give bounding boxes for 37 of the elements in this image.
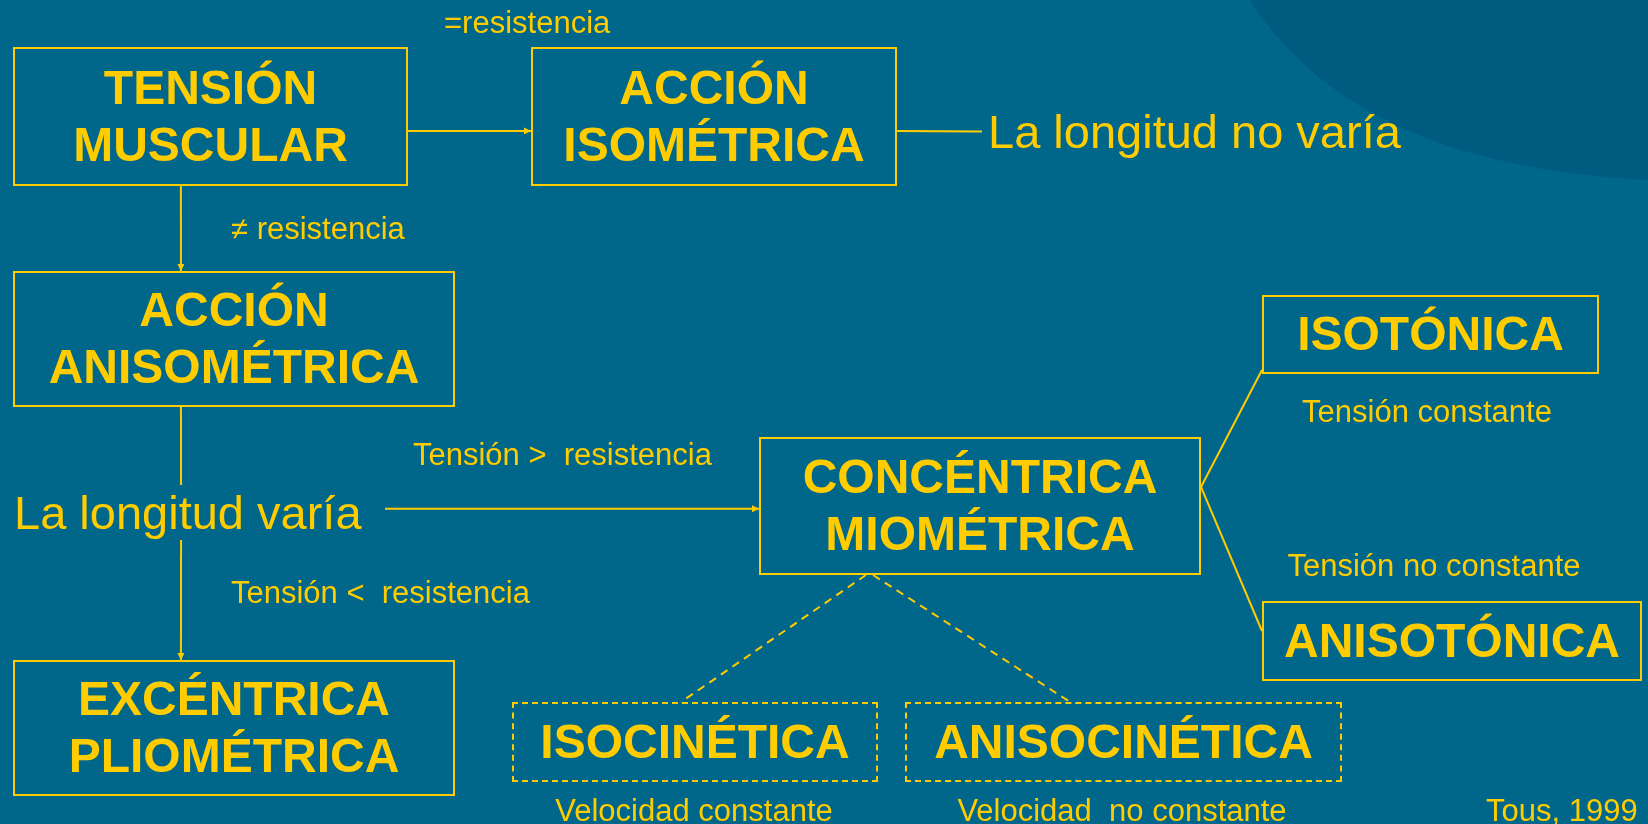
edge-label: Tensión > resistencia	[413, 437, 712, 473]
connector-line	[179, 406, 183, 486]
annotation: Tensión constante	[1302, 394, 1552, 430]
box-label: EXCÉNTRICA PLIOMÉTRICA	[67, 671, 401, 784]
process-box	[13, 660, 455, 796]
box-label: TENSIÓN MUSCULAR	[72, 59, 349, 173]
dashed-box	[905, 702, 1342, 782]
arrow	[384, 505, 760, 513]
node-text: La longitud varía	[14, 484, 362, 541]
box-label: ISOTÓNICA	[1297, 306, 1564, 363]
box-label: CONCÉNTRICA MIOMÉTRICA	[801, 449, 1159, 562]
arrow	[177, 539, 185, 661]
connector-line	[1200, 369, 1263, 488]
process-box	[1262, 601, 1642, 681]
dashed-box	[512, 702, 878, 782]
edge-label: =resistencia	[444, 5, 611, 41]
connector-line	[680, 574, 867, 703]
arrow	[177, 185, 185, 272]
annotation: Velocidad constante	[555, 793, 833, 824]
arrow	[407, 127, 532, 135]
node-text: La longitud no varía	[988, 103, 1401, 160]
annotation: Velocidad no constante	[957, 793, 1287, 824]
box-label: ISOCINÉTICA	[540, 713, 850, 770]
annotation: Tensión no constante	[1287, 548, 1581, 584]
box-label: ACCIÓN ANISOMÉTRICA	[47, 282, 421, 395]
process-box	[531, 47, 897, 186]
box-label: ANISOTÓNICA	[1284, 612, 1620, 669]
process-box	[759, 437, 1201, 575]
edge-label: Tensión < resistencia	[231, 575, 530, 611]
box-label: ACCIÓN ISOMÉTRICA	[562, 59, 866, 173]
process-box	[13, 271, 455, 407]
process-box	[1262, 295, 1599, 374]
process-box	[13, 47, 408, 186]
edge-label: ≠ resistencia	[231, 211, 405, 247]
connector-line	[1200, 485, 1263, 632]
connector-line	[896, 129, 983, 133]
box-label: ANISOCINÉTICA	[934, 713, 1313, 770]
